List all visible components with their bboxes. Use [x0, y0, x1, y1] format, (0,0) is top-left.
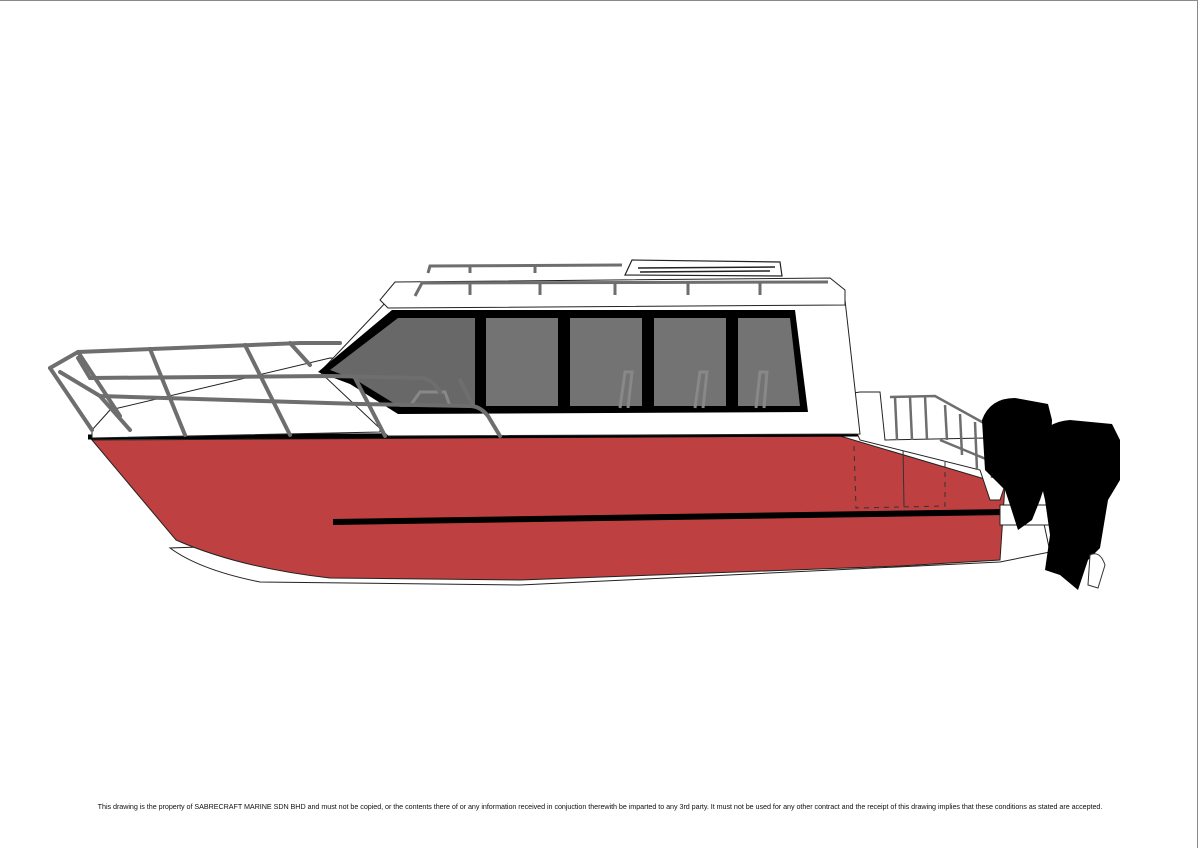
outboard-engine-1: [982, 398, 1052, 530]
windshield: [330, 318, 475, 407]
cabin-seats: [408, 370, 769, 409]
rub-strake: [332, 509, 1007, 525]
window-pane-1: [486, 318, 558, 406]
bow-rails: [48, 341, 502, 438]
hull: [90, 435, 1006, 581]
roof-rails: [413, 263, 829, 297]
hardtop: [379, 277, 846, 309]
propeller: [1087, 553, 1106, 589]
window-pane-3: [654, 318, 726, 406]
roof-hatch-vents: [637, 266, 776, 273]
hull-door-panels: [853, 445, 946, 509]
window-pane-4: [738, 318, 800, 406]
outboard-engine-2: [1038, 420, 1120, 590]
window-pane-2: [570, 318, 642, 406]
copyright-disclaimer: This drawing is the property of SABRECRA…: [97, 802, 1103, 811]
